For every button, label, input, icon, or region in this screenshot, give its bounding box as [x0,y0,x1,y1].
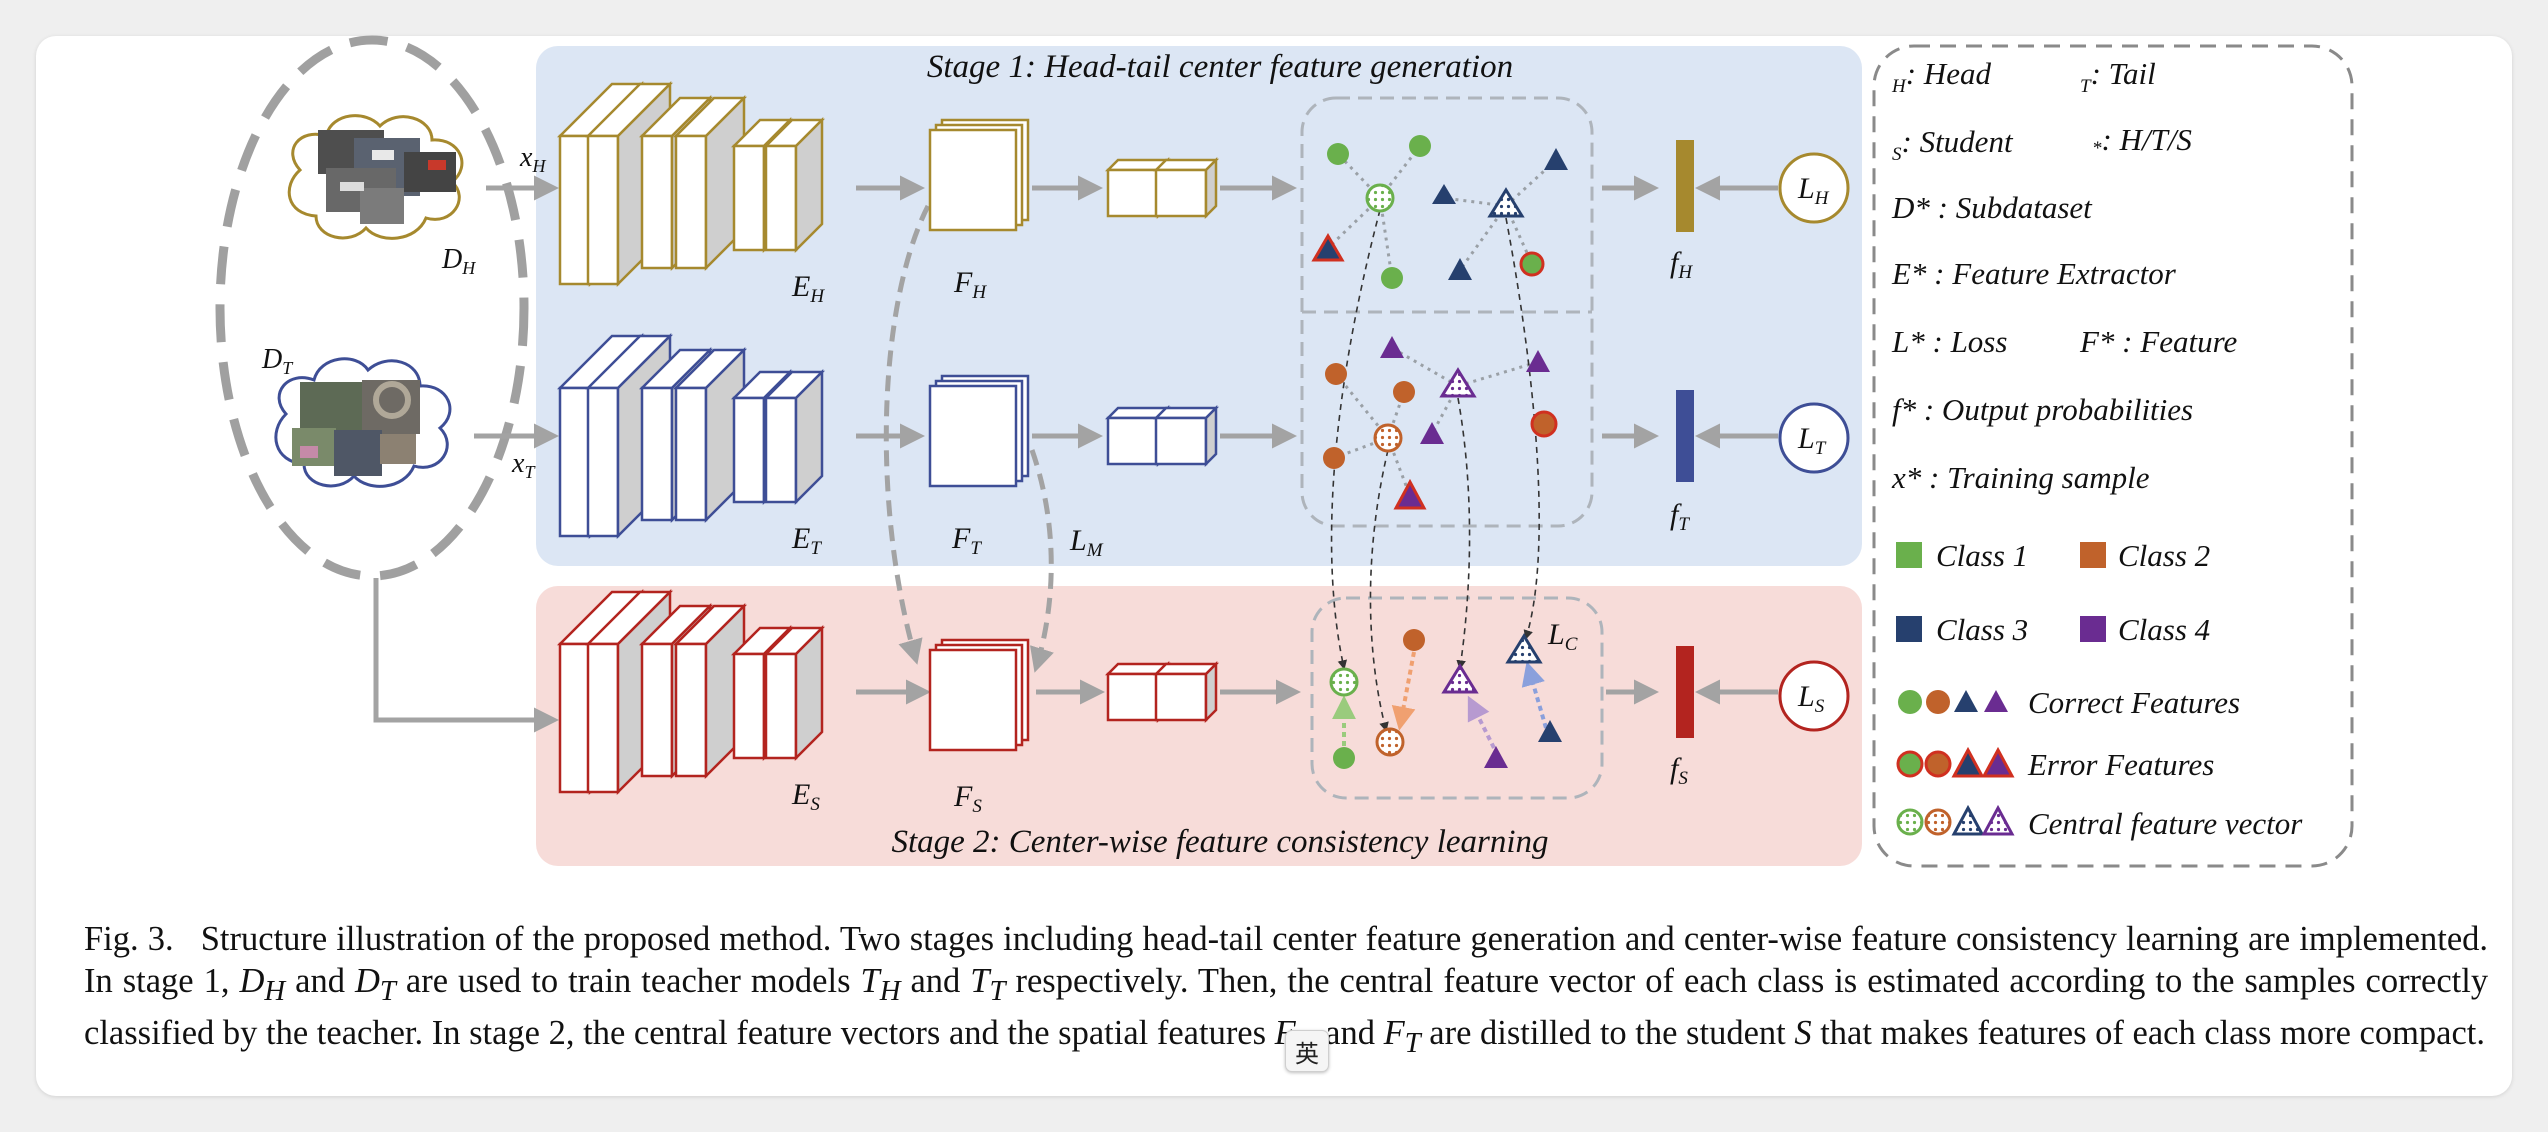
head-feature-points [1311,135,1568,289]
svg-text:F* : Feature: F* : Feature [2079,324,2237,359]
svg-text:D* : Subdataset: D* : Subdataset [1891,190,2093,225]
class3-swatch [1896,616,1922,642]
label-lc: LC [1547,618,1578,655]
svg-text:LT: LT [1797,422,1827,459]
label-lm: LM [1069,524,1104,561]
caption-fig-number: Fig. 3. [84,920,174,958]
loss-lh [1778,152,1850,224]
feature-map-ft [928,374,1030,488]
ime-language-indicator[interactable]: 英 [1285,1030,1329,1072]
fc-block-tail [1106,406,1218,466]
class2-swatch [2080,542,2106,568]
label-es: ES [791,778,820,815]
svg-text:Class 2: Class 2 [2118,538,2210,573]
output-bar-head [1676,140,1694,232]
stage1-title: Stage 1: Head-tail center feature genera… [927,49,1513,85]
svg-text:Class 4: Class 4 [2118,612,2210,647]
label-eh: EH [791,270,825,307]
feature-map-fh [928,118,1030,232]
tail-dataset-cloud [274,357,452,488]
svg-text:f* : Output probabilities: f* : Output probabilities [1892,392,2193,427]
label-xt: xT [511,448,536,482]
svg-text:Error Features: Error Features [2027,747,2214,782]
central-vector-icons [1896,804,2015,836]
label-fs: FS [953,780,982,817]
output-bar-tail [1676,390,1694,482]
dataset-ellipse [215,35,529,581]
svg-text:Correct Features: Correct Features [2028,685,2240,720]
student-feature-points [1329,629,1562,769]
tail-feature-points [1323,336,1558,510]
feature-space-student [1310,596,1604,800]
svg-text:LS: LS [1797,680,1825,717]
flow-arrows [373,175,1778,733]
correct-features-icons [1898,690,2008,714]
class1-swatch [1896,542,1922,568]
svg-text:T: Tail: T: Tail [2080,56,2156,97]
stage2-title: Stage 2: Center-wise feature consistency… [891,824,1548,860]
loss-lt [1778,402,1850,474]
label-fh: FH [953,266,987,303]
error-features-icons [1896,746,2015,778]
label-xh: xH [519,142,546,176]
class4-swatch [2080,616,2106,642]
feature-map-fs [928,638,1030,752]
label-dh: DH [441,244,476,278]
svg-text:L* : Loss: L* : Loss [1891,324,2007,359]
svg-text:Class 3: Class 3 [1936,612,2028,647]
svg-text:Class 1: Class 1 [1936,538,2028,573]
legend-box [1872,44,2354,868]
svg-text:Central feature vector: Central feature vector [2028,806,2303,841]
distill-arrows [883,204,1054,673]
loss-ls [1778,660,1850,732]
svg-text:LH: LH [1797,172,1830,209]
fc-block-head [1106,158,1218,218]
legend: H: Head T: Tail S: Student *: H/T/S D* :… [1891,56,2303,841]
svg-text:S: Student: S: Student [1892,124,2014,165]
output-bar-student [1676,646,1694,738]
label-dt: DT [261,344,294,378]
label-et: ET [791,522,822,559]
svg-text:*: H/T/S: *: H/T/S [2092,122,2192,159]
svg-text:H: Head: H: Head [1891,56,1991,97]
feature-space-teacher [1300,96,1594,528]
fc-block-student [1106,662,1218,722]
label-ft: FT [951,522,982,559]
head-dataset-cloud [287,114,464,240]
svg-text:x* : Training sample: x* : Training sample [1891,460,2150,495]
svg-text:E* : Feature Extractor: E* : Feature Extractor [1891,256,2177,291]
figure-caption: Fig. 3. Structure illustration of the pr… [84,920,2489,1059]
